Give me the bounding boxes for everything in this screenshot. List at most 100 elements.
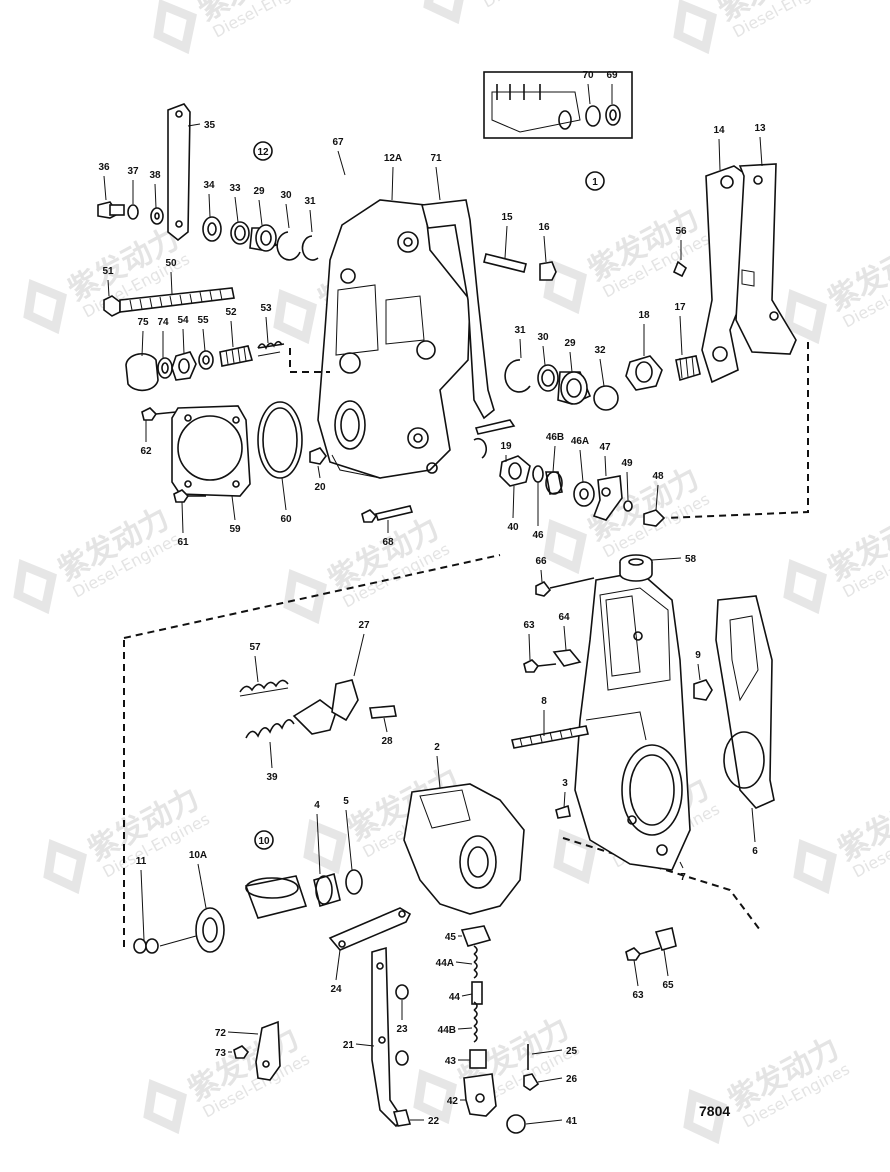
callout-c32: 32 — [594, 345, 606, 356]
callout-c43: 43 — [445, 1056, 457, 1067]
leader-c64 — [563, 625, 567, 651]
leader-c31a — [309, 209, 313, 233]
callout-c16: 16 — [538, 222, 550, 233]
dashed-leaders — [123, 342, 809, 950]
callout-c61: 61 — [177, 537, 189, 548]
leader-c28 — [383, 717, 388, 733]
callout-c64: 64 — [558, 612, 570, 623]
watermark-logo-icon — [43, 838, 87, 895]
callout-c2: 2 — [434, 742, 440, 753]
control-lever-13-14 — [672, 163, 797, 384]
callout-c18: 18 — [638, 310, 650, 321]
leader-c10a — [197, 863, 207, 909]
callout-c74: 74 — [157, 317, 169, 328]
callout-c70: 70 — [582, 70, 594, 81]
callout-c14: 14 — [713, 125, 725, 136]
callout-c40: 40 — [507, 522, 519, 533]
watermark-logo-icon — [153, 0, 197, 55]
callout-c17: 17 — [674, 302, 686, 313]
callout-c72: 72 — [215, 1028, 227, 1039]
leader-c39 — [269, 741, 273, 769]
leader-c53 — [265, 316, 269, 344]
callout-c28: 28 — [381, 736, 393, 747]
leader-c13 — [759, 136, 763, 167]
callout-c41: 41 — [566, 1116, 578, 1127]
drawing-number: 7804 — [699, 1103, 730, 1119]
watermark-logo-icon — [303, 818, 347, 875]
callout-c53: 53 — [260, 303, 272, 314]
leader-c16 — [543, 235, 547, 263]
leader-c29a — [258, 199, 263, 226]
callout-c44a: 44A — [436, 958, 454, 969]
callout-c35: 35 — [204, 120, 216, 131]
leader-c9 — [697, 663, 701, 681]
circled-item-10: 10 — [254, 830, 274, 850]
callout-c46a: 46A — [571, 436, 589, 447]
gasket-6 — [715, 595, 775, 809]
callout-c20: 20 — [314, 482, 326, 493]
callout-c57: 57 — [249, 642, 261, 653]
callout-c44b: 44B — [438, 1025, 456, 1036]
leader-c29b — [569, 351, 573, 373]
leader-c27 — [353, 633, 365, 677]
callout-c38: 38 — [149, 170, 161, 181]
callout-c5: 5 — [343, 796, 349, 807]
callout-c4: 4 — [314, 800, 320, 811]
callout-c46: 46 — [532, 530, 544, 541]
leader-c61 — [181, 501, 184, 534]
cap-58 — [619, 554, 653, 582]
spring-stack — [125, 340, 285, 392]
watermark-logo-icon — [283, 568, 327, 625]
callout-c68: 68 — [382, 537, 394, 548]
callout-c19: 19 — [500, 441, 512, 452]
circled-label-10: 10 — [258, 836, 270, 847]
throttle-shaft-parts — [473, 437, 666, 527]
leader-c55 — [202, 328, 206, 352]
callout-c69: 69 — [606, 70, 618, 81]
lever-35 — [167, 103, 191, 242]
callout-c34: 34 — [203, 180, 215, 191]
callout-c26: 26 — [566, 1074, 578, 1085]
circled-item-1: 1 — [585, 171, 605, 191]
callout-c52: 52 — [225, 307, 237, 318]
callout-c59: 59 — [229, 524, 241, 535]
callout-c25: 25 — [566, 1046, 578, 1057]
plunger-assembly — [460, 925, 540, 1134]
circled-label-12: 12 — [257, 147, 269, 158]
leader-c48 — [655, 484, 659, 511]
callout-c54: 54 — [177, 315, 189, 326]
callout-c55: 55 — [197, 315, 209, 326]
leader-c49 — [626, 471, 629, 501]
callout-c31a: 31 — [304, 196, 316, 207]
leader-c38 — [154, 183, 157, 209]
leader-c63b — [633, 959, 639, 987]
leader-c6 — [751, 807, 756, 843]
callout-c65: 65 — [662, 980, 674, 991]
callout-c30a: 30 — [280, 190, 292, 201]
callout-c8: 8 — [541, 696, 547, 707]
callout-c21: 21 — [343, 1040, 355, 1051]
watermark-logo-icon — [793, 838, 837, 895]
callout-c10a: 10A — [189, 850, 207, 861]
callout-c66: 66 — [535, 556, 547, 567]
leader-c70 — [587, 83, 591, 105]
watermark-logo-icon — [143, 1078, 187, 1135]
callout-c12a: 12A — [384, 153, 402, 164]
leader-c44 — [461, 993, 473, 997]
callout-c47: 47 — [599, 442, 611, 453]
leader-c57 — [254, 655, 259, 683]
callout-c39: 39 — [266, 772, 278, 783]
lever-21-24 — [328, 907, 412, 1128]
pump-housing-7 — [574, 571, 691, 871]
circled-item-12: 12 — [253, 141, 273, 161]
callout-c33: 33 — [229, 183, 241, 194]
callout-c60: 60 — [280, 514, 292, 525]
